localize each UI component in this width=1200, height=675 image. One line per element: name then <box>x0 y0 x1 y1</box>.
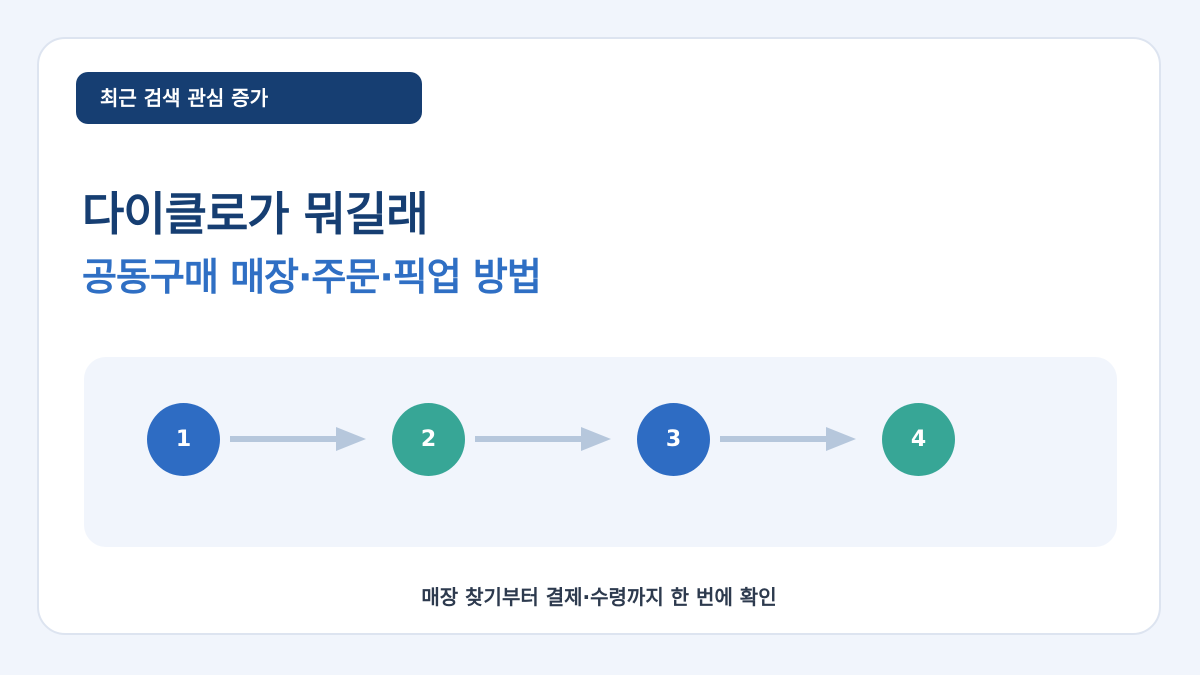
step-3-circle: 3 <box>637 403 710 476</box>
step-1-circle: 1 <box>147 403 220 476</box>
step-4-circle: 4 <box>882 403 955 476</box>
steps-panel: 1 2 3 4 <box>84 357 1117 547</box>
info-card: 최근 검색 관심 증가 다이클로가 뭐길래 공동구매 매장·주문·픽업 방법 1… <box>37 37 1161 635</box>
step-2-circle: 2 <box>392 403 465 476</box>
trend-badge: 최근 검색 관심 증가 <box>76 72 422 124</box>
arrow-right-icon <box>475 427 611 451</box>
arrow-right-icon <box>720 427 856 451</box>
footer-caption: 매장 찾기부터 결제·수령까지 한 번에 확인 <box>421 585 777 609</box>
page-title: 다이클로가 뭐길래 <box>82 187 429 241</box>
arrow-right-icon <box>230 427 366 451</box>
page-subtitle: 공동구매 매장·주문·픽업 방법 <box>82 255 542 299</box>
